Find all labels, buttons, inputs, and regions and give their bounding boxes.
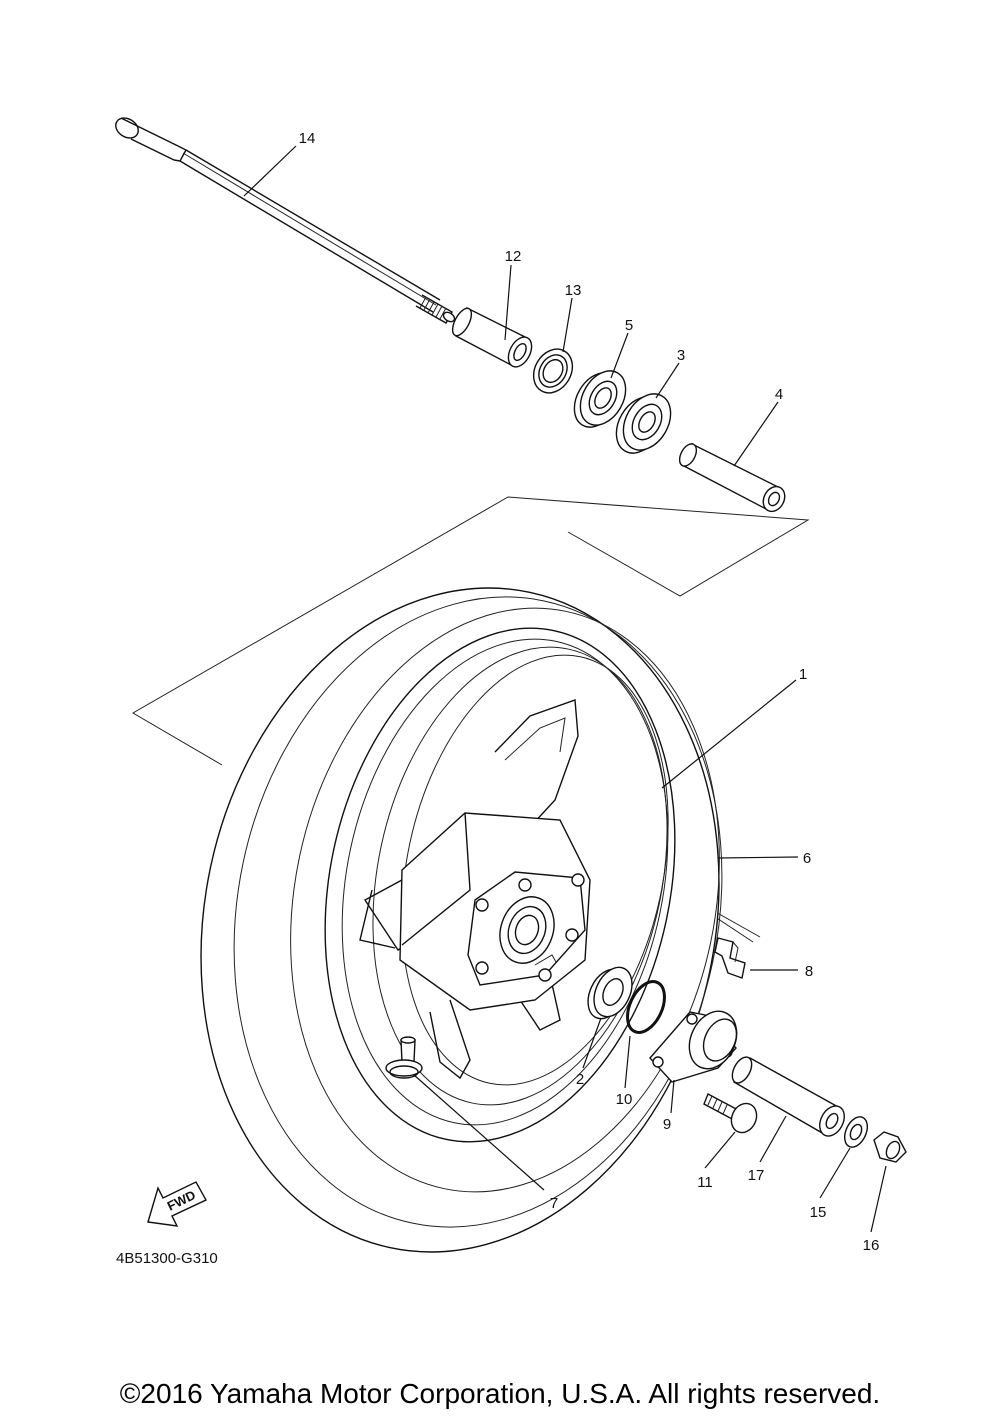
callout-1[interactable]: 1 xyxy=(799,666,807,683)
wheel-and-tire[interactable] xyxy=(141,539,779,1300)
diagram-ref-code: 4B51300-G310 xyxy=(116,1250,218,1267)
callout-2[interactable]: 2 xyxy=(576,1071,584,1088)
callout-14[interactable]: 14 xyxy=(299,130,316,147)
leader-lines xyxy=(243,145,887,1233)
spacer-tube[interactable] xyxy=(676,441,789,515)
callout-8[interactable]: 8 xyxy=(805,963,813,980)
callout-16[interactable]: 16 xyxy=(863,1237,880,1254)
o-ring[interactable] xyxy=(620,976,672,1038)
copyright-notice: ©2016 Yamaha Motor Corporation, U.S.A. A… xyxy=(119,1378,881,1409)
collar-17[interactable] xyxy=(728,1054,849,1140)
axle-shaft[interactable] xyxy=(112,114,456,324)
callout-11[interactable]: 11 xyxy=(697,1174,713,1191)
callout-7[interactable]: 7 xyxy=(550,1195,558,1212)
callout-9[interactable]: 9 xyxy=(663,1116,671,1133)
callout-6[interactable]: 6 xyxy=(803,850,811,867)
bearing-2[interactable] xyxy=(581,961,640,1024)
callout-labels: 14 12 13 5 3 4 1 6 8 2 10 9 11 17 15 16 … xyxy=(299,130,880,1254)
tire-valve[interactable] xyxy=(385,1036,423,1079)
callout-12[interactable]: 12 xyxy=(505,248,522,265)
callout-3[interactable]: 3 xyxy=(677,347,685,364)
callout-10[interactable]: 10 xyxy=(616,1091,633,1108)
bearing-5[interactable] xyxy=(565,363,635,435)
fwd-arrow-icon: FWD xyxy=(147,1181,207,1227)
callout-15[interactable]: 15 xyxy=(810,1204,827,1221)
callout-17[interactable]: 17 xyxy=(748,1167,765,1184)
balance-clip[interactable] xyxy=(714,937,746,979)
callout-13[interactable]: 13 xyxy=(565,282,582,299)
bearing-3[interactable] xyxy=(607,386,680,462)
flange-bolt[interactable] xyxy=(703,1093,761,1137)
collar-spacer[interactable] xyxy=(449,305,537,370)
clutch-hub[interactable] xyxy=(649,1004,746,1083)
callout-5[interactable]: 5 xyxy=(625,317,633,334)
oil-seal[interactable] xyxy=(526,342,580,400)
axle-nut[interactable] xyxy=(873,1131,907,1163)
washer[interactable] xyxy=(840,1113,872,1150)
callout-4[interactable]: 4 xyxy=(775,386,783,403)
